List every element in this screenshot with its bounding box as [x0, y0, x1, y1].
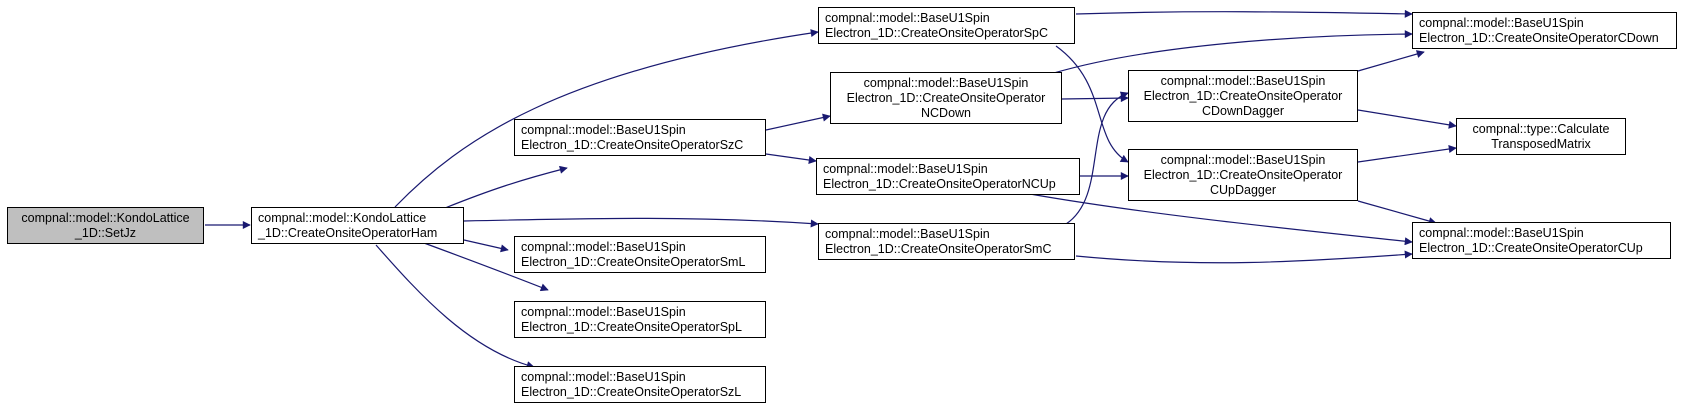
edge-ncdown-cdown: [1053, 30, 1413, 74]
node-onsite-ncdown[interactable]: compnal::model::BaseU1Spin Electron_1D::…: [830, 72, 1062, 124]
edge-ham-spc: [394, 29, 819, 208]
edge-ham-sml: [463, 239, 509, 253]
node-label-line: compnal::model::KondoLattice: [21, 210, 190, 225]
node-label-line: compnal::model::BaseU1Spin: [825, 10, 990, 25]
node-label-line: CDownDagger: [1202, 103, 1284, 118]
node-onsite-cdown[interactable]: compnal::model::BaseU1Spin Electron_1D::…: [1412, 12, 1677, 49]
edge-cupdagger-transposed: [1357, 145, 1457, 163]
node-onsite-ham[interactable]: compnal::model::KondoLattice _1D::Create…: [251, 207, 464, 244]
node-label-line: Electron_1D::CreateOnsiteOperator: [1143, 167, 1343, 182]
node-label-line: Electron_1D::CreateOnsiteOperator: [1143, 88, 1343, 103]
edge-szc-ncdown: [765, 113, 831, 131]
node-label-line: Electron_1D::CreateOnsiteOperatorSzC: [521, 137, 744, 152]
edge-szc-ncup: [765, 153, 817, 164]
edge-ncup-cup: [1029, 193, 1413, 246]
edge-cdowndagger-transposed: [1357, 109, 1457, 129]
node-label-line: Electron_1D::CreateOnsiteOperatorNCUp: [823, 176, 1056, 191]
node-label-line: Electron_1D::CreateOnsiteOperatorCUp: [1419, 240, 1643, 255]
node-label-line: compnal::model::KondoLattice: [258, 210, 427, 225]
node-label-line: compnal::model::BaseU1Spin: [1419, 15, 1584, 30]
node-label-line: compnal::model::BaseU1Spin: [521, 369, 686, 384]
node-onsite-spl[interactable]: compnal::model::BaseU1Spin Electron_1D::…: [514, 301, 766, 338]
node-label-line: Electron_1D::CreateOnsiteOperatorSmC: [825, 241, 1052, 256]
edge-ham-smc: [463, 217, 819, 228]
edge-smc-cup: [1075, 250, 1413, 264]
edge-smc-cdowndagger: [1065, 91, 1129, 225]
node-calculate-transposed-matrix[interactable]: compnal::type::Calculate TransposedMatri…: [1456, 118, 1626, 155]
node-label-line: compnal::model::BaseU1Spin: [521, 239, 686, 254]
node-label-line: Electron_1D::CreateOnsiteOperatorSzL: [521, 384, 742, 399]
edge-ham-szl: [375, 244, 535, 370]
node-onsite-smc[interactable]: compnal::model::BaseU1Spin Electron_1D::…: [818, 223, 1075, 260]
node-label-line: _1D::CreateOnsiteOperatorHam: [258, 225, 438, 240]
node-label-line: compnal::model::BaseU1Spin: [1419, 225, 1584, 240]
node-label-line: Electron_1D::CreateOnsiteOperatorSpL: [521, 319, 742, 334]
node-setjz[interactable]: compnal::model::KondoLattice _1D::SetJz: [7, 207, 204, 244]
node-onsite-cdowndagger[interactable]: compnal::model::BaseU1Spin Electron_1D::…: [1128, 70, 1358, 122]
edge-ham-szc: [444, 165, 568, 209]
node-label-line: compnal::type::Calculate: [1472, 121, 1610, 136]
node-label-line: compnal::model::BaseU1Spin: [521, 304, 686, 319]
node-label-line: compnal::model::BaseU1Spin: [1160, 152, 1326, 167]
node-onsite-cupdagger[interactable]: compnal::model::BaseU1Spin Electron_1D::…: [1128, 149, 1358, 201]
node-label-line: Electron_1D::CreateOnsiteOperatorSpC: [825, 25, 1049, 40]
node-label-line: compnal::model::BaseU1Spin: [1160, 73, 1326, 88]
edge-ham-spl: [423, 242, 549, 292]
node-label-line: NCDown: [920, 105, 971, 120]
edge-spc-cdown: [1075, 9, 1413, 18]
node-onsite-szl[interactable]: compnal::model::BaseU1Spin Electron_1D::…: [514, 366, 766, 403]
edge-spc-cupdagger: [1055, 45, 1129, 163]
edge-ncdown-cdowndagger: [1061, 94, 1129, 103]
node-onsite-sml[interactable]: compnal::model::BaseU1Spin Electron_1D::…: [514, 236, 766, 273]
node-label-line: Electron_1D::CreateOnsiteOperatorCDown: [1419, 30, 1659, 45]
edge-cdowndagger-cdown: [1357, 50, 1425, 72]
node-onsite-spc[interactable]: compnal::model::BaseU1Spin Electron_1D::…: [818, 7, 1075, 44]
node-onsite-szc[interactable]: compnal::model::BaseU1Spin Electron_1D::…: [514, 119, 766, 156]
edge-cupdagger-cup: [1357, 200, 1437, 225]
node-onsite-ncup[interactable]: compnal::model::BaseU1Spin Electron_1D::…: [816, 158, 1080, 195]
node-onsite-cup[interactable]: compnal::model::BaseU1Spin Electron_1D::…: [1412, 222, 1671, 259]
node-label-line: compnal::model::BaseU1Spin: [825, 226, 990, 241]
node-label-line: compnal::model::BaseU1Spin: [863, 75, 1029, 90]
node-label-line: Electron_1D::CreateOnsiteOperatorSmL: [521, 254, 746, 269]
node-label-line: Electron_1D::CreateOnsiteOperator: [846, 90, 1046, 105]
node-label-line: compnal::model::BaseU1Spin: [823, 161, 988, 176]
node-label-line: compnal::model::BaseU1Spin: [521, 122, 686, 137]
node-label-line: _1D::SetJz: [74, 225, 137, 240]
node-label-line: CUpDagger: [1209, 182, 1276, 197]
node-label-line: TransposedMatrix: [1491, 136, 1591, 151]
